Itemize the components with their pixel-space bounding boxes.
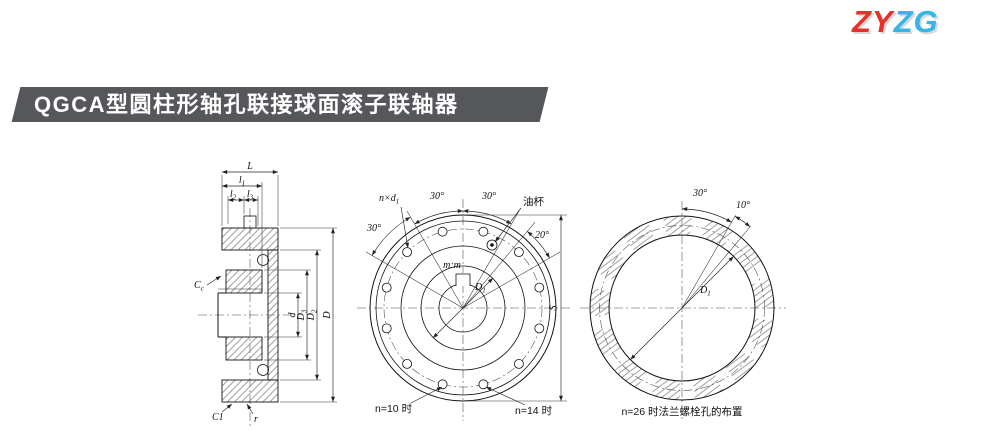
front-view-figure: n×d1 30° 30° 油杯 30° 20° m:m D1 S n=10 时 …: [357, 191, 573, 421]
diameter-dimension-D1: [432, 277, 494, 339]
angle-label-30: 30°: [692, 188, 707, 199]
coupling-body-section: [217, 215, 279, 403]
balance-mark-label: m:m: [443, 260, 461, 271]
leader-lines: [206, 275, 254, 415]
dim-label-D1: D1: [474, 282, 486, 295]
note-n10: n=10 时: [375, 403, 413, 415]
radial-reference-lines: [365, 210, 561, 309]
bolt-circle: [383, 228, 543, 388]
leader-lines: [400, 206, 526, 406]
angle-label-30-top-left: 30°: [429, 191, 444, 202]
dim-label-D3: D3: [296, 309, 309, 321]
logo-zg-text: ZG: [893, 4, 939, 39]
flange-bolt-view-figure: 30° 10° D1 n=26 时法兰螺栓孔的布置: [580, 188, 786, 419]
dim-label-l1: l1: [239, 175, 245, 188]
dim-label-l3: l3: [247, 189, 254, 202]
dim-label-S: S: [548, 306, 559, 311]
dim-label-Cc: Cc: [194, 280, 205, 293]
note-n14: n=14 时: [515, 405, 553, 417]
labels: 30° 10° D1 n=26 时法兰螺栓孔的布置: [621, 188, 750, 418]
logo: ZYZG: [852, 4, 939, 40]
extension-lines: [221, 175, 337, 403]
angle-label-10: 10°: [736, 200, 750, 211]
dim-label-r: r: [254, 414, 258, 425]
figure-caption: n=26 时法兰螺栓孔的布置: [621, 405, 742, 418]
dimension-lines: [222, 170, 335, 402]
dim-label-L: L: [246, 161, 253, 172]
angle-label-30-top-right: 30°: [481, 191, 496, 202]
logo-zy-text: ZY: [852, 4, 894, 39]
angle-label-30-left: 30°: [366, 223, 381, 234]
roller-section-bottom: [257, 364, 269, 376]
dimension-labels: L l1 l2 l3 Cc d D3 D2 D C1 r: [194, 161, 333, 425]
dim-label-l2: l2: [230, 189, 237, 202]
dim-label-d: d: [287, 312, 298, 318]
dim-label-D1: D1: [699, 285, 711, 298]
dim-label-D2: D2: [306, 309, 319, 321]
dim-label-C1: C1: [212, 412, 224, 423]
angle-dimension-arcs: [371, 209, 550, 259]
oil-cup-symbol: [486, 239, 498, 251]
diameter-dimension-D1: [630, 256, 734, 360]
dim-label-D: D: [322, 311, 333, 320]
oil-cup-label: 油杯: [523, 195, 544, 208]
side-section-figure: L l1 l2 l3 Cc d D3 D2 D C1 r: [194, 161, 337, 426]
labels: n×d1 30° 30° 油杯 30° 20° m:m D1 S n=10 时 …: [366, 191, 559, 417]
angle-dimension-arcs: [681, 207, 751, 228]
page-title: QGCA型圆柱形轴孔联接球面滚子联轴器: [34, 92, 459, 117]
dim-label-n-d1: n×d1: [379, 193, 399, 206]
angle-label-20-right: 20°: [535, 230, 549, 241]
roller-section-top: [257, 254, 269, 266]
key-section: [243, 215, 257, 229]
